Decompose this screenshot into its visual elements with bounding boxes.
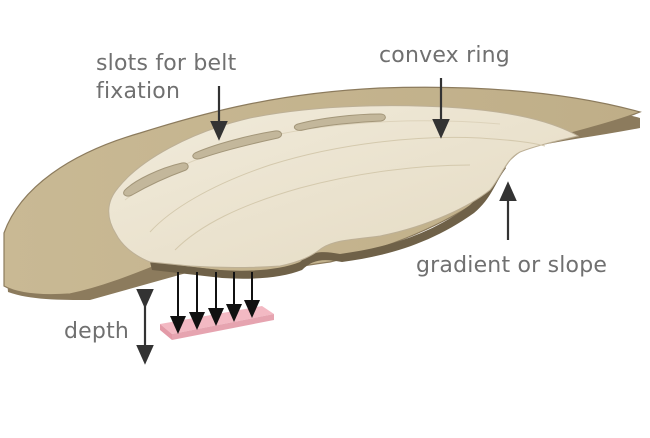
slots-label-line2: fixation — [96, 79, 181, 104]
slope-edge — [150, 160, 506, 279]
skin-plate-front — [172, 314, 274, 340]
contour-line-1 — [149, 136, 546, 233]
skin-plate-side — [160, 324, 172, 340]
convex-ring-label: convex ring — [379, 43, 510, 68]
belt-slot-2 — [192, 130, 283, 160]
belt-slot-3 — [293, 113, 386, 131]
depth-label: depth — [64, 319, 130, 344]
pressure-arrows — [170, 272, 260, 334]
belt-slots — [123, 113, 386, 197]
slots-label-line1: slots for belt — [96, 51, 237, 76]
belt-slot-1 — [123, 162, 189, 197]
gradient-label: gradient or slope — [416, 253, 608, 278]
contour-line-2 — [174, 164, 471, 251]
slots-label: slots for belt fixation — [96, 50, 236, 106]
